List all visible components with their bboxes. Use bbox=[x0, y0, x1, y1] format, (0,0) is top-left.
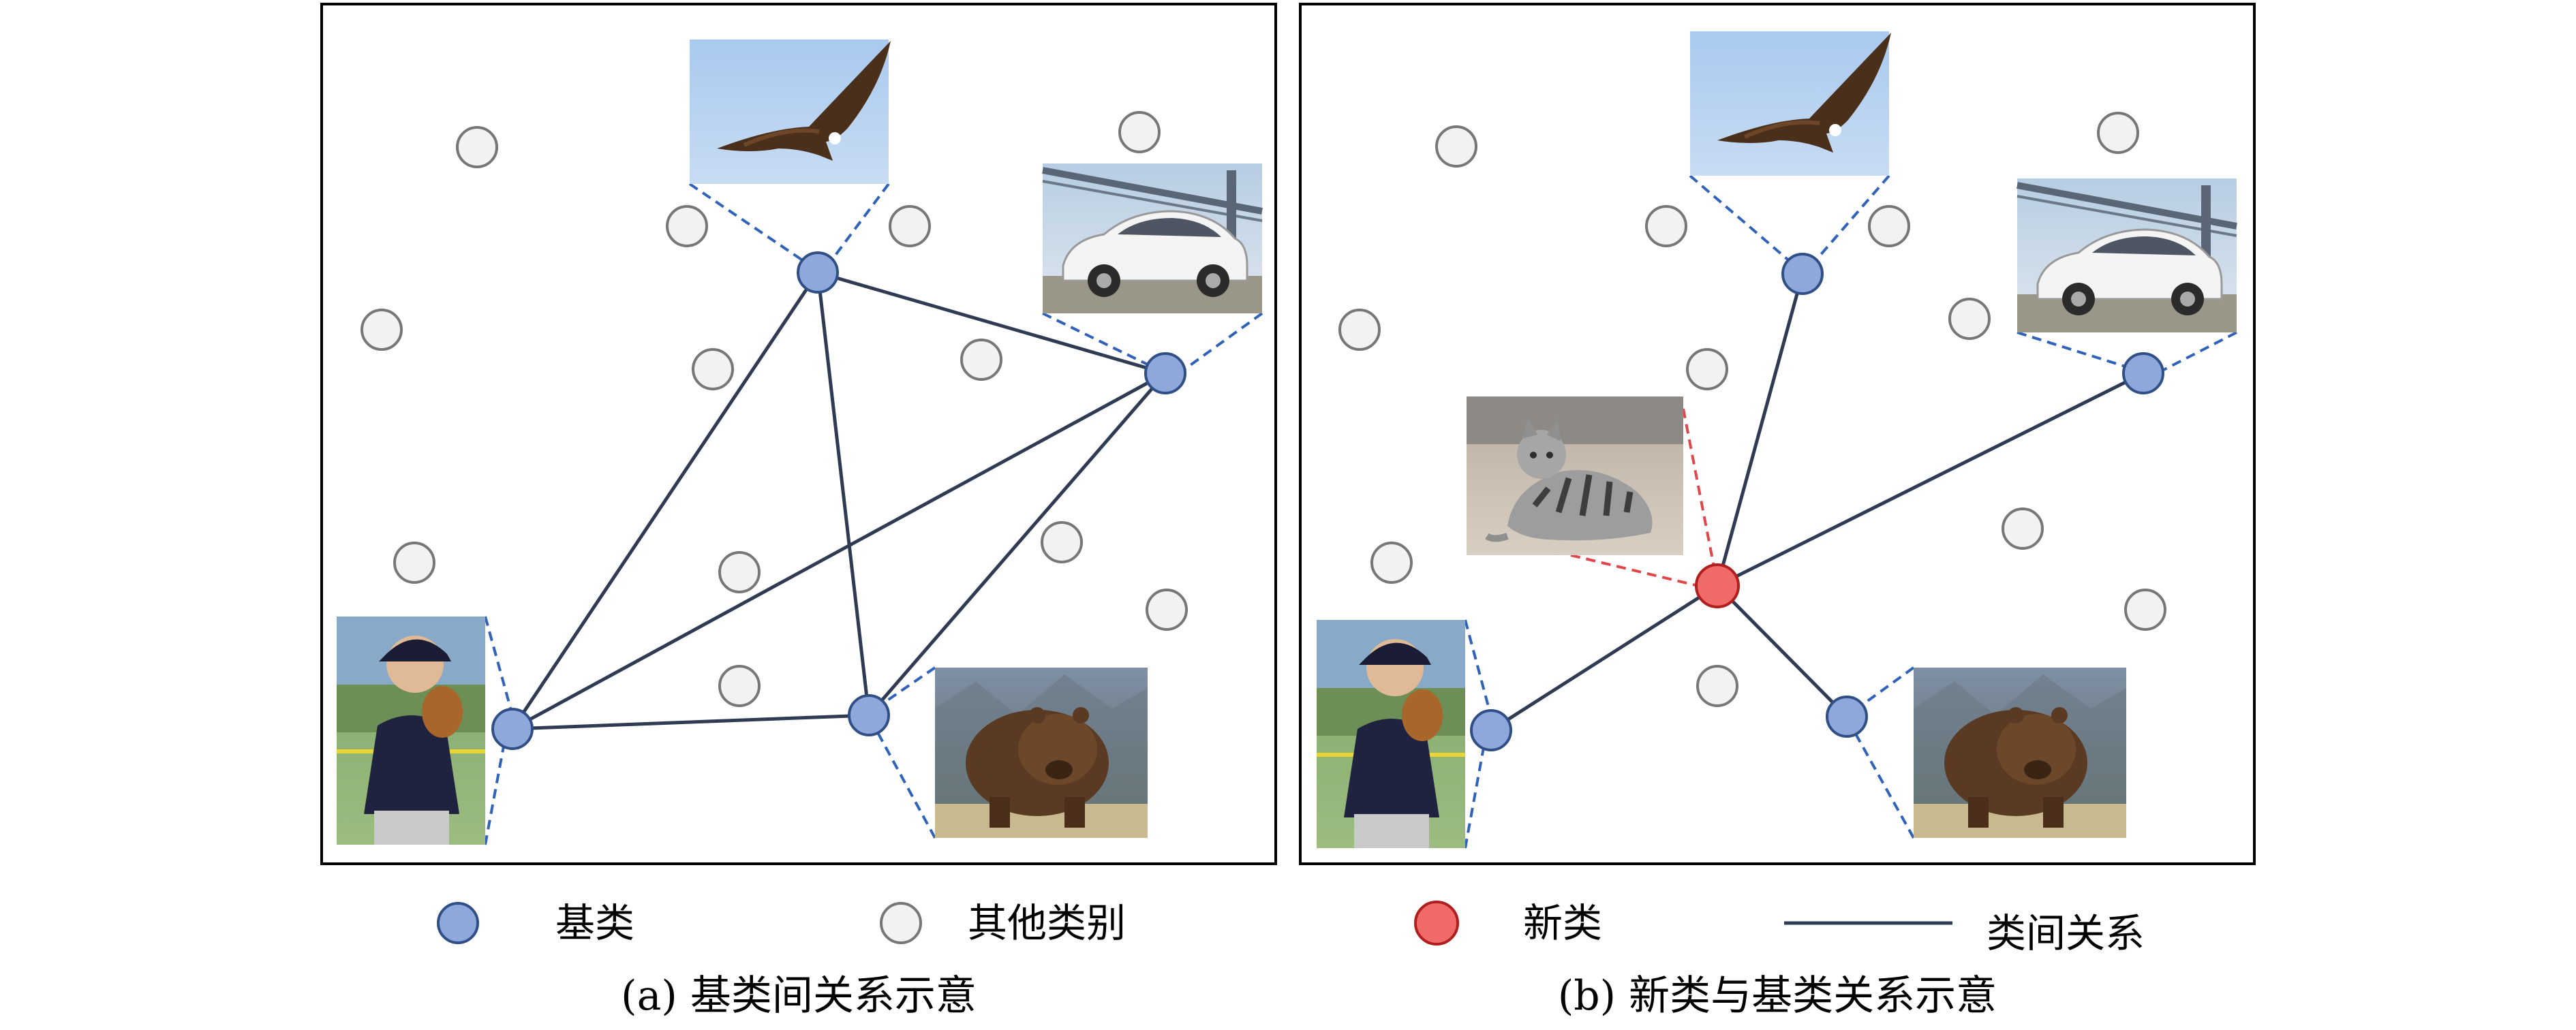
other-class-node bbox=[1041, 521, 1083, 563]
cat-photo bbox=[1467, 396, 1683, 555]
relation-car-bear bbox=[868, 372, 1167, 717]
other-class-node bbox=[456, 126, 498, 168]
panel-b bbox=[1299, 3, 2256, 865]
caption-a: (a) 基类间关系示意 bbox=[621, 972, 977, 1020]
base-class-node-player bbox=[491, 708, 534, 750]
relation-eagle-player bbox=[510, 271, 820, 730]
caption-b: (b) 新类与基类关系示意 bbox=[1558, 972, 1997, 1020]
base-class-node-bear bbox=[1826, 696, 1868, 738]
panel-a-other-nodes bbox=[361, 111, 1188, 707]
legend-new-class-marker bbox=[1414, 901, 1459, 946]
relation-new-player bbox=[1490, 584, 1719, 732]
legend-base-class-label: 基类 bbox=[555, 900, 634, 946]
other-class-node bbox=[361, 309, 403, 351]
other-class-node bbox=[2124, 589, 2166, 631]
other-class-node bbox=[692, 348, 734, 390]
bear-photo bbox=[935, 668, 1148, 838]
base-class-node-car bbox=[1144, 352, 1186, 394]
panel-b-relations bbox=[1490, 273, 2145, 732]
legend-relation-label: 类间关系 bbox=[1987, 910, 2145, 956]
car-photo bbox=[2017, 178, 2237, 332]
panel-a bbox=[320, 3, 1277, 865]
other-class-node bbox=[393, 542, 435, 584]
baseball-player-photo bbox=[337, 617, 485, 845]
baseball-player-photo bbox=[1317, 620, 1465, 848]
other-class-node bbox=[1686, 348, 1728, 390]
relation-eagle-car bbox=[817, 270, 1166, 375]
panel-b-new-image-links bbox=[1570, 408, 1715, 587]
bear-photo bbox=[1914, 668, 2126, 838]
other-class-node bbox=[718, 665, 761, 707]
panel-b-image-links bbox=[1464, 174, 2237, 849]
relation-new-car bbox=[1716, 371, 2145, 588]
legend-other-class-label: 其他类别 bbox=[968, 900, 1126, 946]
panel-b-other-nodes bbox=[1338, 112, 2166, 707]
base-class-node-car bbox=[2122, 352, 2164, 394]
other-class-node bbox=[1645, 205, 1687, 247]
other-class-node bbox=[889, 205, 931, 247]
other-class-node bbox=[1435, 125, 1477, 168]
relation-new-bear bbox=[1716, 584, 1848, 718]
relation-car-player bbox=[511, 371, 1167, 731]
base-class-node-eagle bbox=[1781, 253, 1824, 295]
other-class-node bbox=[1338, 309, 1381, 351]
other-class-node bbox=[960, 339, 1002, 381]
base-class-node-player bbox=[1470, 709, 1512, 751]
panel-a-image-links bbox=[484, 183, 1263, 845]
base-class-node-eagle bbox=[797, 251, 839, 294]
other-class-node bbox=[1118, 111, 1161, 153]
other-class-node bbox=[2002, 508, 2044, 550]
legend: 基类 其他类别 新类 类间关系 bbox=[437, 900, 2145, 956]
other-class-node bbox=[718, 551, 761, 593]
legend-base-class-marker bbox=[437, 902, 479, 944]
eagle-photo bbox=[1690, 31, 1891, 176]
other-class-node bbox=[1146, 589, 1188, 631]
other-class-node bbox=[666, 205, 708, 247]
other-class-node bbox=[1370, 542, 1413, 584]
eagle-photo bbox=[690, 40, 891, 184]
other-class-node bbox=[2097, 112, 2139, 154]
other-class-node bbox=[1948, 298, 1991, 340]
panel-a-base-nodes bbox=[491, 251, 1186, 750]
panel-b-base-nodes bbox=[1470, 253, 2164, 751]
relation-new-eagle bbox=[1715, 273, 1805, 587]
legend-other-class-marker bbox=[880, 902, 922, 944]
legend-new-class-label: 新类 bbox=[1523, 900, 1602, 946]
panel-a-relations bbox=[510, 270, 1167, 731]
relation-player-bear bbox=[512, 713, 870, 731]
relation-eagle-bear bbox=[816, 272, 871, 716]
car-photo bbox=[1042, 163, 1263, 313]
other-class-node bbox=[1696, 665, 1738, 707]
base-class-node-bear bbox=[848, 694, 890, 736]
new-class-node-cat bbox=[1695, 563, 1740, 608]
other-class-node bbox=[1868, 205, 1910, 247]
